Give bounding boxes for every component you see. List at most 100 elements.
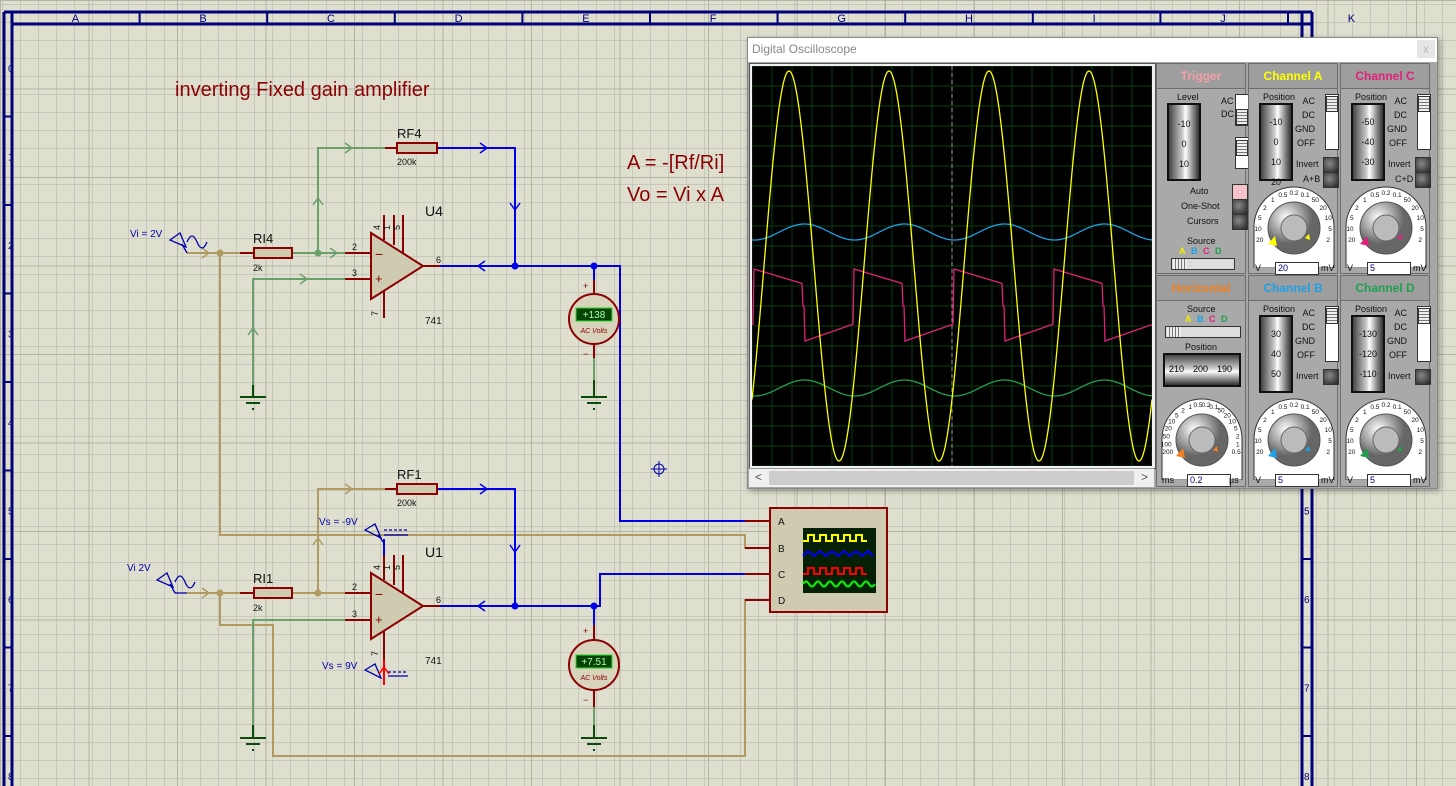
dial-label: 100 bbox=[1161, 441, 1172, 448]
voltmeter-top[interactable]: + − +138 AC Volts bbox=[568, 280, 620, 359]
dial-label: 0.1 bbox=[1301, 404, 1310, 411]
dial-label: 2 bbox=[1418, 449, 1422, 456]
border-column-label: D bbox=[455, 13, 463, 25]
horizontal-position-drum[interactable]: 210 200 190 bbox=[1163, 353, 1241, 387]
trigger-source-slider[interactable] bbox=[1171, 258, 1235, 270]
trigger-level-drum[interactable]: -10 0 10 bbox=[1167, 103, 1201, 181]
oscilloscope-titlebar[interactable]: Digital Oscilloscope x bbox=[748, 38, 1437, 62]
channel-b-coupling-switch[interactable] bbox=[1325, 306, 1339, 362]
scroll-right-icon[interactable]: > bbox=[1140, 470, 1148, 484]
channel-c-scale-field[interactable]: 5 bbox=[1367, 262, 1411, 275]
dial-label: 0.5 bbox=[1278, 192, 1287, 199]
oscilloscope-window[interactable]: Digital Oscilloscope x < > Trigger Level… bbox=[747, 37, 1438, 489]
scope-display[interactable] bbox=[749, 63, 1156, 469]
dial-label: 2 bbox=[1236, 433, 1240, 440]
resistor-ri1[interactable]: RI1 2k bbox=[240, 571, 293, 613]
auto-button[interactable] bbox=[1232, 184, 1248, 200]
trace-channel-c bbox=[752, 268, 1152, 342]
ri4-ref: RI4 bbox=[253, 231, 273, 246]
one-shot-button[interactable] bbox=[1232, 199, 1248, 215]
scroll-thumb[interactable] bbox=[769, 471, 1134, 485]
u4-part: 741 bbox=[425, 316, 442, 327]
dial-label: 0.5 bbox=[1232, 449, 1241, 456]
dial-label: 1 bbox=[1271, 197, 1275, 204]
border-column-label: H bbox=[965, 13, 973, 25]
channel-c-coupling-switch[interactable] bbox=[1417, 94, 1431, 150]
channel-a-header: Channel A bbox=[1249, 64, 1337, 89]
scroll-left-icon[interactable]: < bbox=[755, 470, 763, 484]
channel-a-combine-button[interactable] bbox=[1323, 172, 1339, 188]
dial-label: 20 bbox=[1319, 205, 1327, 212]
channel-a-invert-button[interactable] bbox=[1323, 157, 1339, 173]
resistor-rf4[interactable]: RF4 200k bbox=[385, 126, 438, 167]
dial-label: 0.2 bbox=[1289, 402, 1298, 409]
opamp-u1[interactable]: − + 2 3 6 4 1 5 7 U1 741 bbox=[345, 544, 443, 667]
dial-label: 20 bbox=[1411, 417, 1419, 424]
bottom-ac-source-icon[interactable] bbox=[155, 572, 196, 594]
channel-d-position-drum[interactable]: -130-120-110 bbox=[1351, 315, 1385, 393]
channel-c-position-drum[interactable]: -50-40-30 bbox=[1351, 103, 1385, 181]
rf1-value: 200k bbox=[397, 498, 417, 508]
dial-label: 20 bbox=[1348, 237, 1356, 244]
channel-d-invert-button[interactable] bbox=[1415, 369, 1431, 385]
svg-text:A: A bbox=[778, 517, 785, 528]
svg-text:5: 5 bbox=[392, 225, 402, 230]
dial-label: 0.5 bbox=[1278, 404, 1287, 411]
supply-pos-terminal-icon[interactable] bbox=[363, 663, 408, 680]
horizontal-source-slider[interactable] bbox=[1165, 326, 1241, 338]
dial-label: 10 bbox=[1229, 419, 1237, 426]
horizontal-panel: Horizontal Source A B C D Position 210 2… bbox=[1156, 275, 1246, 487]
voltmeter-bottom-unit: AC Volts bbox=[580, 675, 608, 682]
resistor-ri4[interactable]: RI4 2k bbox=[240, 231, 293, 273]
dial-label: 0.1 bbox=[1209, 404, 1218, 411]
channel-c-combine-button[interactable] bbox=[1415, 172, 1431, 188]
border-column-label: E bbox=[582, 13, 589, 25]
channel-d-coupling-switch[interactable] bbox=[1417, 306, 1431, 362]
dial-label: 10 bbox=[1325, 427, 1333, 434]
dial-label: 10 bbox=[1417, 215, 1425, 222]
svg-text:2: 2 bbox=[352, 582, 357, 592]
dial-label: 0.1 bbox=[1301, 192, 1310, 199]
svg-text:D: D bbox=[778, 596, 785, 607]
channel-a-coupling-switch[interactable] bbox=[1325, 94, 1339, 150]
top-ac-source-icon[interactable] bbox=[168, 232, 208, 254]
channel-c-invert-button[interactable] bbox=[1415, 157, 1431, 173]
channel-d-header: Channel D bbox=[1341, 276, 1429, 301]
ground-icon bbox=[240, 385, 266, 410]
close-button[interactable]: x bbox=[1417, 40, 1435, 58]
scope-screen bbox=[752, 66, 1152, 466]
channel-a-scale-field[interactable]: 20 bbox=[1275, 262, 1319, 275]
trigger-edge-switch[interactable] bbox=[1235, 137, 1249, 169]
trigger-coupling-switch[interactable] bbox=[1235, 94, 1249, 126]
cursors-button[interactable] bbox=[1232, 214, 1248, 230]
horizontal-scrollbar[interactable]: < > bbox=[749, 468, 1154, 487]
oscilloscope-component[interactable]: A B C D bbox=[745, 507, 888, 613]
svg-text:−: − bbox=[375, 246, 383, 262]
channel-b-invert-button[interactable] bbox=[1323, 369, 1339, 385]
dial-label: 20 bbox=[1256, 237, 1264, 244]
dial-label: 2 bbox=[1263, 417, 1267, 424]
dial-label: 10 bbox=[1346, 438, 1354, 445]
timebase-value-field[interactable]: 0.2 bbox=[1187, 474, 1231, 487]
dial-label: 1 bbox=[1188, 404, 1192, 411]
voltmeter-bottom[interactable]: + − +7.51 AC Volts bbox=[568, 625, 620, 707]
supply-neg-terminal-icon[interactable] bbox=[363, 523, 408, 544]
channel-b-scale-field[interactable]: 5 bbox=[1275, 474, 1319, 487]
rf4-value: 200k bbox=[397, 157, 417, 167]
channel-d-scale-field[interactable]: 5 bbox=[1367, 474, 1411, 487]
dial-label: 10 bbox=[1346, 226, 1354, 233]
border-row-label: 5 bbox=[1304, 507, 1310, 518]
supply-neg-label: Vs = -9V bbox=[319, 517, 358, 528]
dial-label: 1 bbox=[1271, 409, 1275, 416]
opamp-u4[interactable]: − + 2 3 6 4 1 5 7 U4 741 bbox=[345, 203, 443, 327]
resistor-rf1[interactable]: RF1 200k bbox=[385, 467, 438, 508]
dial-label: 2 bbox=[1326, 237, 1330, 244]
